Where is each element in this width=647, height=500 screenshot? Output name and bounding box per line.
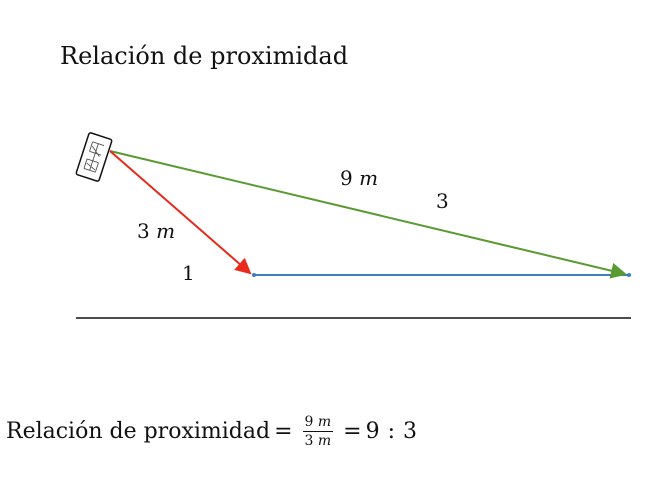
far-distance-label: 9 m bbox=[340, 166, 379, 190]
formula-fraction: 9 m 3 m bbox=[302, 414, 334, 449]
device-icon bbox=[75, 132, 113, 182]
near-distance-label: 3 m bbox=[137, 219, 176, 243]
diagram-title: Relación de proximidad bbox=[60, 42, 349, 70]
ratio-right: 3 bbox=[403, 419, 418, 444]
near-distance-arrow bbox=[109, 150, 252, 275]
ratio-left: 9 bbox=[365, 419, 380, 444]
far-point bbox=[627, 273, 631, 277]
formula-lhs: Relación de proximidad bbox=[6, 419, 271, 444]
near-ratio-label: 1 bbox=[182, 261, 195, 285]
near-point bbox=[252, 273, 256, 277]
formula-equals-1: = bbox=[274, 419, 293, 444]
far-distance-arrow bbox=[109, 150, 627, 279]
far-ratio-label: 3 bbox=[436, 189, 449, 213]
formula-equals-2: = bbox=[343, 419, 362, 444]
fraction-denominator: 3 m bbox=[304, 433, 332, 449]
fraction-numerator: 9 m bbox=[302, 414, 334, 432]
proximity-formula: Relación de proximidad = 9 m 3 m = 9 : 3 bbox=[6, 414, 417, 449]
ratio-separator: : bbox=[387, 419, 396, 444]
